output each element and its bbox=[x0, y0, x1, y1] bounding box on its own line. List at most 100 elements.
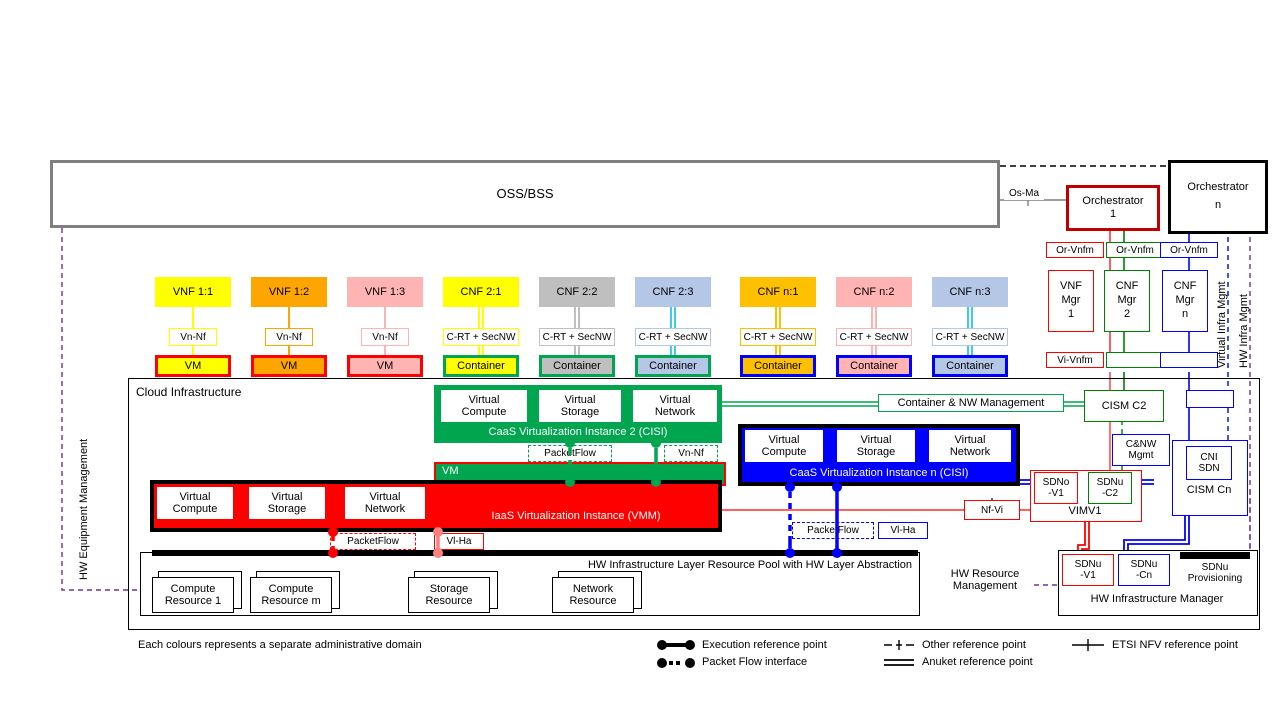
function-unit-2[interactable]: VM bbox=[347, 355, 423, 377]
orchestrator-n-box[interactable]: Orchestrator n bbox=[1168, 160, 1268, 234]
ref-iaas-vl-ha: Vl-Ha bbox=[434, 533, 484, 550]
function-interface-4: C-RT + SecNW bbox=[539, 328, 615, 346]
function-box-2[interactable]: VNF 1:3 bbox=[347, 277, 423, 307]
cni-sdn-l2: SDN bbox=[1198, 463, 1220, 474]
sdnu-prov-l1: SDNu bbox=[1201, 562, 1229, 573]
vnf-mgr-1-box[interactable]: VNF Mgr 1 bbox=[1048, 270, 1094, 332]
sdnu-prov-l2: Provisioning bbox=[1187, 573, 1243, 584]
cism-c2-box[interactable]: CISM C2 bbox=[1084, 390, 1164, 422]
sdnu-c2-l2: -C2 bbox=[1101, 488, 1119, 499]
function-unit-7[interactable]: Container bbox=[836, 355, 912, 377]
caasn-vn-l2: Network bbox=[949, 446, 991, 458]
function-unit-3[interactable]: Container bbox=[443, 355, 519, 377]
ref-iaas-packetflow: PacketFlow bbox=[330, 533, 416, 550]
cni-sdn-l1: CNI bbox=[1200, 452, 1218, 463]
legend-etsi-nfv-reference-point: ETSI NFV reference point bbox=[1112, 639, 1238, 651]
caas2-vc-l2: Compute bbox=[461, 406, 507, 418]
function-box-3[interactable]: CNF 2:1 bbox=[443, 277, 519, 307]
hw-infrastructure-manager-label: HW Infrastructure Manager bbox=[1090, 593, 1224, 605]
cnf-mgr-n-line2: Mgr bbox=[1175, 294, 1195, 307]
iaas-title: IaaS Virtualization Instance (VMM) bbox=[491, 510, 661, 522]
caas2-vc-l1: Virtual bbox=[468, 393, 500, 406]
function-unit-0[interactable]: VM bbox=[155, 355, 231, 377]
sdnu-v1-l1: SDNu bbox=[1074, 559, 1102, 570]
cnf-mgr-2-line2: Mgr bbox=[1117, 294, 1137, 307]
ref-nf-vi: Nf-Vi bbox=[964, 500, 1020, 520]
cloud-infrastructure-box bbox=[128, 378, 1260, 630]
caasn-vn-l1: Virtual bbox=[954, 433, 986, 446]
function-interface-5: C-RT + SecNW bbox=[635, 328, 711, 346]
sdnu-c2-box: SDNu-C2 bbox=[1088, 472, 1132, 504]
hw-equipment-management-label: HW Equipment Management bbox=[78, 438, 90, 580]
caas2-vs-l2: Storage bbox=[560, 406, 600, 418]
function-interface-1: Vn-Nf bbox=[265, 328, 313, 346]
virtual-infra-mgmt-label: Virtual Infra Mgmt bbox=[1216, 281, 1228, 368]
orchestrator-n-line1: Orchestrator bbox=[1187, 181, 1249, 194]
cnw-mgmt-l1: C&NW bbox=[1125, 439, 1157, 450]
function-unit-5[interactable]: Container bbox=[635, 355, 711, 377]
function-unit-6[interactable]: Container bbox=[740, 355, 816, 377]
cism-cn-label: CISM Cn bbox=[1186, 484, 1232, 496]
function-box-5[interactable]: CNF 2:3 bbox=[635, 277, 711, 307]
cnf-mgr-n-box[interactable]: CNF Mgr n bbox=[1162, 270, 1208, 332]
caasn-vc-l1: Virtual bbox=[768, 433, 800, 446]
iaas-vn-l2: Network bbox=[364, 503, 406, 515]
function-interface-0: Vn-Nf bbox=[169, 328, 217, 346]
container-nw-management-box[interactable]: Container & NW Management bbox=[878, 394, 1064, 412]
legend-execution-reference-point: Execution reference point bbox=[702, 639, 827, 651]
iaas-vc-l2: Compute bbox=[172, 503, 218, 515]
sdno-v1-box: SDNo-V1 bbox=[1034, 472, 1078, 504]
ossbss-box[interactable]: OSS/BSS bbox=[50, 160, 1000, 228]
sdnu-cn-l1: SDNu bbox=[1130, 559, 1158, 570]
vnf-mgr-1-line1: VNF bbox=[1060, 280, 1082, 293]
cnf-mgr-2-line1: CNF bbox=[1115, 280, 1139, 293]
function-box-1[interactable]: VNF 1:2 bbox=[251, 277, 327, 307]
ref-caasn-packetflow: PacketFlow bbox=[792, 522, 874, 539]
function-box-7[interactable]: CNF n:2 bbox=[836, 277, 912, 307]
ref-caas2-packetflow: PacketFlow bbox=[528, 445, 612, 462]
cnf-mgr-2-line3: 2 bbox=[1123, 307, 1131, 320]
function-box-6[interactable]: CNF n:1 bbox=[740, 277, 816, 307]
caas2-vn-l2: Network bbox=[654, 406, 696, 418]
function-box-8[interactable]: CNF n:3 bbox=[932, 277, 1008, 307]
ref-caas2-vn-nf: Vn-Nf bbox=[664, 445, 718, 462]
function-box-0[interactable]: VNF 1:1 bbox=[155, 277, 231, 307]
vnf-mgr-1-line2: Mgr bbox=[1061, 294, 1081, 307]
function-unit-4[interactable]: Container bbox=[539, 355, 615, 377]
function-box-4[interactable]: CNF 2:2 bbox=[539, 277, 615, 307]
legend-note: Each colours represents a separate admin… bbox=[138, 639, 422, 651]
hw-resource-0[interactable]: Compute Resource 1 bbox=[152, 577, 234, 613]
os-ma-label: Os-Ma bbox=[1004, 186, 1044, 200]
sdnu-cn-l2: -Cn bbox=[1135, 570, 1153, 581]
cnf-mgr-n-line3: n bbox=[1181, 307, 1189, 320]
function-unit-1[interactable]: VM bbox=[251, 355, 327, 377]
hw-resource-1[interactable]: Compute Resource m bbox=[250, 577, 332, 613]
function-interface-7: C-RT + SecNW bbox=[836, 328, 912, 346]
ref-blank-blue-2 bbox=[1186, 390, 1234, 408]
function-interface-3: C-RT + SecNW bbox=[443, 328, 519, 346]
caasn-vs-l2: Storage bbox=[856, 446, 896, 458]
sdno-v1-l2: -V1 bbox=[1048, 488, 1064, 499]
hw-resource-pool-topbar bbox=[152, 550, 918, 556]
sdnu-c2-l1: SDNu bbox=[1096, 477, 1124, 488]
ref-caasn-vl-ha: Vl-Ha bbox=[878, 522, 928, 539]
function-unit-8[interactable]: Container bbox=[932, 355, 1008, 377]
hw-infra-mgmt-label: HW Infra Mgmt bbox=[1238, 294, 1250, 368]
legend-packet-flow-interface: Packet Flow interface bbox=[702, 656, 808, 668]
orchestrator-1-box[interactable]: Orchestrator 1 bbox=[1066, 185, 1160, 231]
orchestrator-n-line2: n bbox=[1214, 199, 1222, 211]
ref-blank-blue bbox=[1160, 352, 1218, 368]
hw-resource-2[interactable]: Storage Resource bbox=[408, 577, 490, 613]
sdno-v1-l1: SDNo bbox=[1042, 477, 1070, 488]
function-interface-8: C-RT + SecNW bbox=[932, 328, 1008, 346]
caasn-title: CaaS Virtualization Instance n (CISI) bbox=[789, 467, 969, 479]
hw-resource-3[interactable]: Network Resource bbox=[552, 577, 634, 613]
cnf-mgr-2-box[interactable]: CNF Mgr 2 bbox=[1104, 270, 1150, 332]
sdnu-v1-l2: -V1 bbox=[1080, 570, 1096, 581]
